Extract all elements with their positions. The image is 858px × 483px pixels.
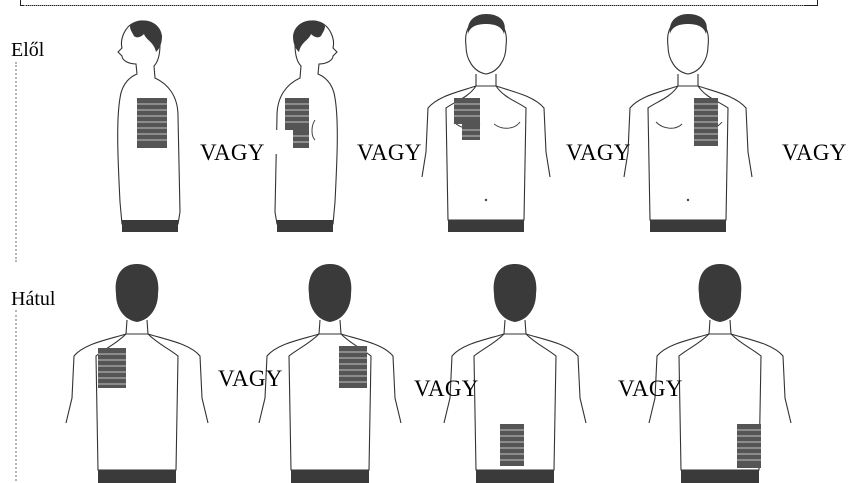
sensor-pad	[339, 346, 367, 388]
sensor-pad	[737, 424, 761, 468]
figure-back-view-pad-right-lower	[645, 258, 795, 483]
front-row-guide	[15, 62, 17, 262]
back-row-label: Hátul	[11, 289, 55, 309]
front-row-label: Elől	[11, 40, 44, 60]
figure-front-view-pad-right-chest	[418, 12, 558, 237]
sensor-pad	[137, 98, 167, 148]
sensor-pad	[500, 424, 524, 466]
top-frame-dotted-rule	[24, 5, 804, 6]
or-label-front-2: VAGY	[357, 141, 422, 165]
or-label-back-2: VAGY	[414, 377, 479, 401]
label-mask	[270, 130, 292, 154]
or-label-back-1: VAGY	[218, 367, 283, 391]
or-label-front-4: VAGY	[782, 141, 847, 165]
sensor-pad	[694, 98, 718, 146]
or-label-back-3: VAGY	[618, 377, 683, 401]
or-label-front-3: VAGY	[566, 141, 631, 165]
sensor-pad	[98, 348, 126, 388]
figure-1-belt	[122, 220, 178, 232]
figure-back-view-pad-left-upper	[62, 258, 212, 483]
figure-back-view-pad-center-lower	[440, 258, 590, 483]
figure-side-view-left	[265, 12, 355, 237]
back-row-guide	[15, 310, 17, 481]
figure-front-view-pad-left-chest	[620, 12, 760, 237]
figure-side-view-right	[100, 12, 190, 237]
or-label-front-1: VAGY	[200, 141, 265, 165]
